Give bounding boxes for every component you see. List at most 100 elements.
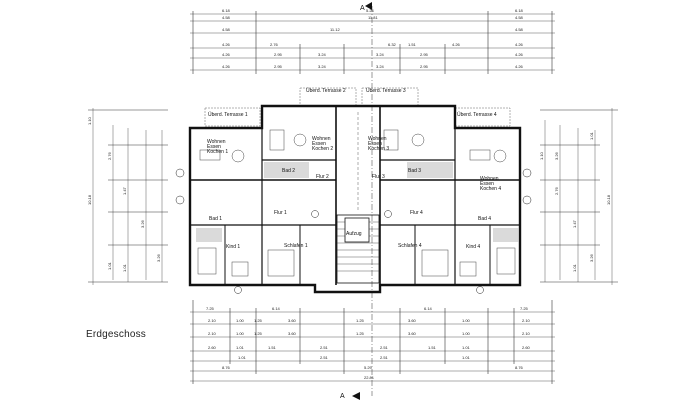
dim-top-r3-1: 4.58 [222,27,231,32]
top-dimension-labels: 6.18 5.24 6.18 4.58 11.81 4.58 4.58 11.1… [222,8,524,69]
dim-right-total: 10.18 [606,194,611,205]
dim-bot-r6-3: 8.76 [515,365,524,370]
section-line: A A [340,2,373,400]
dim-left-1: 1.10 [87,116,92,125]
room-label-flur-1: Flur 1 [274,210,287,216]
dim-bot-r2-7: 1.00 [462,318,471,323]
room-labels: Überd. Terrasse 1 Überd. Terrasse 2 Über… [207,87,501,250]
room-label-wohnen-3: Wohnen [368,136,387,142]
dim-top-r4-6: 4.26 [515,42,524,47]
dim-left-6: 1.01 [122,263,127,272]
dim-bot-r4-7: 1.01 [462,345,471,350]
dim-top-r4-1: 4.26 [222,42,231,47]
dim-bot-r3-7: 1.00 [462,331,471,336]
room-label-essen-3: Essen [368,141,382,147]
dim-top-r4-5: 4.26 [452,42,461,47]
dim-top-r1-2: 5.24 [366,8,375,13]
room-label-wohnen-1: Wohnen [207,139,226,145]
dim-top-r4-2: 2.76 [270,42,279,47]
dim-bot-r4-5: 2.51 [380,345,389,350]
dim-left-total: 10.18 [87,194,92,205]
dim-bot-r2-1: 2.10 [208,318,217,323]
dim-bot-r4-1: 2.60 [208,345,217,350]
room-label-flur-2: Flur 2 [316,174,329,180]
room-label-wohnen-2: Wohnen [312,136,331,142]
dim-top-r5-5: 2.95 [420,52,429,57]
room-label-bad-3: Bad 3 [408,168,421,174]
dim-bot-total: 22.81 [364,375,375,380]
dim-top-r6-1: 4.26 [222,64,231,69]
room-label-essen-1: Essen [207,144,221,150]
dim-top-r2-3: 4.58 [515,15,524,20]
dim-bot-r4-3: 1.51 [268,345,277,350]
dim-top-r4-4: 1.51 [408,42,417,47]
room-label-terrasse-3: Überd. Terrasse 3 [366,87,406,94]
room-label-bad-4: Bad 4 [478,216,491,222]
room-label-bad-1: Bad 1 [209,216,222,222]
drawing-title: Erdgeschoss [86,329,147,340]
dim-bot-r5-2: 2.51 [320,355,329,360]
dim-top-r5-2: 2.95 [274,52,283,57]
dim-bot-r4-2: 1.01 [236,345,245,350]
dim-top-r1-3: 6.18 [515,8,524,13]
dim-top-r4-3: 6.32 [388,42,397,47]
right-dimension-labels: 1.10 2.76 1.47 3.26 3.26 1.01 1.01 10.18 [539,131,611,272]
dim-bot-r1-3: 6.14 [424,306,433,311]
dim-bot-r3-4: 3.60 [288,331,297,336]
room-label-kochen-4: Kochen 4 [480,186,501,192]
room-label-essen-2: Essen [312,141,326,147]
bottom-dimension-chains [190,300,555,384]
dim-bot-r2-6: 3.60 [408,318,417,323]
dim-bot-r2-2: 1.00 [236,318,245,323]
dim-bot-r6-2: 5.29 [364,365,373,370]
room-label-kind-1: Kind 1 [226,244,240,250]
bottom-dimension-labels: 7.25 6.14 6.14 7.25 2.10 1.00 1.25 3.60 … [206,306,531,380]
room-label-bad-2: Bad 2 [282,168,295,174]
dim-bot-r1-1: 7.25 [206,306,215,311]
room-label-essen-4: Essen [480,181,494,187]
dim-right-5: 3.26 [554,151,559,160]
dim-top-r3-3: 4.58 [515,27,524,32]
dim-bot-r1-2: 6.14 [272,306,281,311]
room-label-terrasse-4: Überd. Terrasse 4 [457,111,497,118]
left-dimension-chains [88,108,168,285]
room-label-kochen-1: Kochen 1 [207,149,228,155]
dim-top-r6-3: 3.24 [318,64,327,69]
dim-left-3: 1.47 [122,186,127,195]
dim-top-r5-1: 4.26 [222,52,231,57]
dim-bot-r5-1: 1.01 [238,355,247,360]
room-label-terrasse-2: Überd. Terrasse 2 [306,87,346,94]
left-dimension-labels: 1.10 2.76 1.47 3.26 3.26 1.01 1.01 10.18 [87,116,161,272]
room-label-kind-4: Kind 4 [466,244,480,250]
dim-bot-r2-5: 1.25 [356,318,365,323]
section-marker-top: A [360,5,365,12]
dim-bot-r3-1: 2.10 [208,331,217,336]
dim-bot-r6-1: 8.76 [222,365,231,370]
dim-right-2: 2.76 [554,186,559,195]
dim-bot-r2-3: 1.25 [254,318,263,323]
dim-top-r6-6: 4.26 [515,64,524,69]
dim-top-r3-2: 11.12 [330,27,340,32]
dim-bot-r3-5: 1.25 [356,331,365,336]
dim-bot-r2-8: 2.10 [522,318,531,323]
dim-bot-r3-8: 2.10 [522,331,531,336]
room-label-wohnen-4: Wohnen [480,176,499,182]
dim-right-7: 1.01 [589,131,594,140]
top-dimension-chains [190,11,555,74]
dim-top-r6-2: 2.95 [274,64,283,69]
dim-left-7: 1.01 [107,261,112,270]
dim-bot-r3-3: 1.25 [254,331,263,336]
dim-bot-r4-4: 2.51 [320,345,329,350]
room-label-aufzug: Aufzug [346,231,362,237]
dim-bot-r1-4: 7.25 [520,306,529,311]
room-label-terrasse-1: Überd. Terrasse 1 [208,111,248,118]
dim-top-r6-5: 2.95 [420,64,429,69]
room-label-flur-4: Flur 4 [410,210,423,216]
dim-right-3: 1.47 [572,219,577,228]
room-label-kochen-2: Kochen 2 [312,146,333,152]
right-dimension-chains [540,108,618,285]
dim-left-4: 3.26 [140,219,145,228]
section-marker-bottom: A [340,393,345,400]
dim-bot-r4-8: 2.60 [522,345,531,350]
dim-right-1: 1.10 [539,151,544,160]
